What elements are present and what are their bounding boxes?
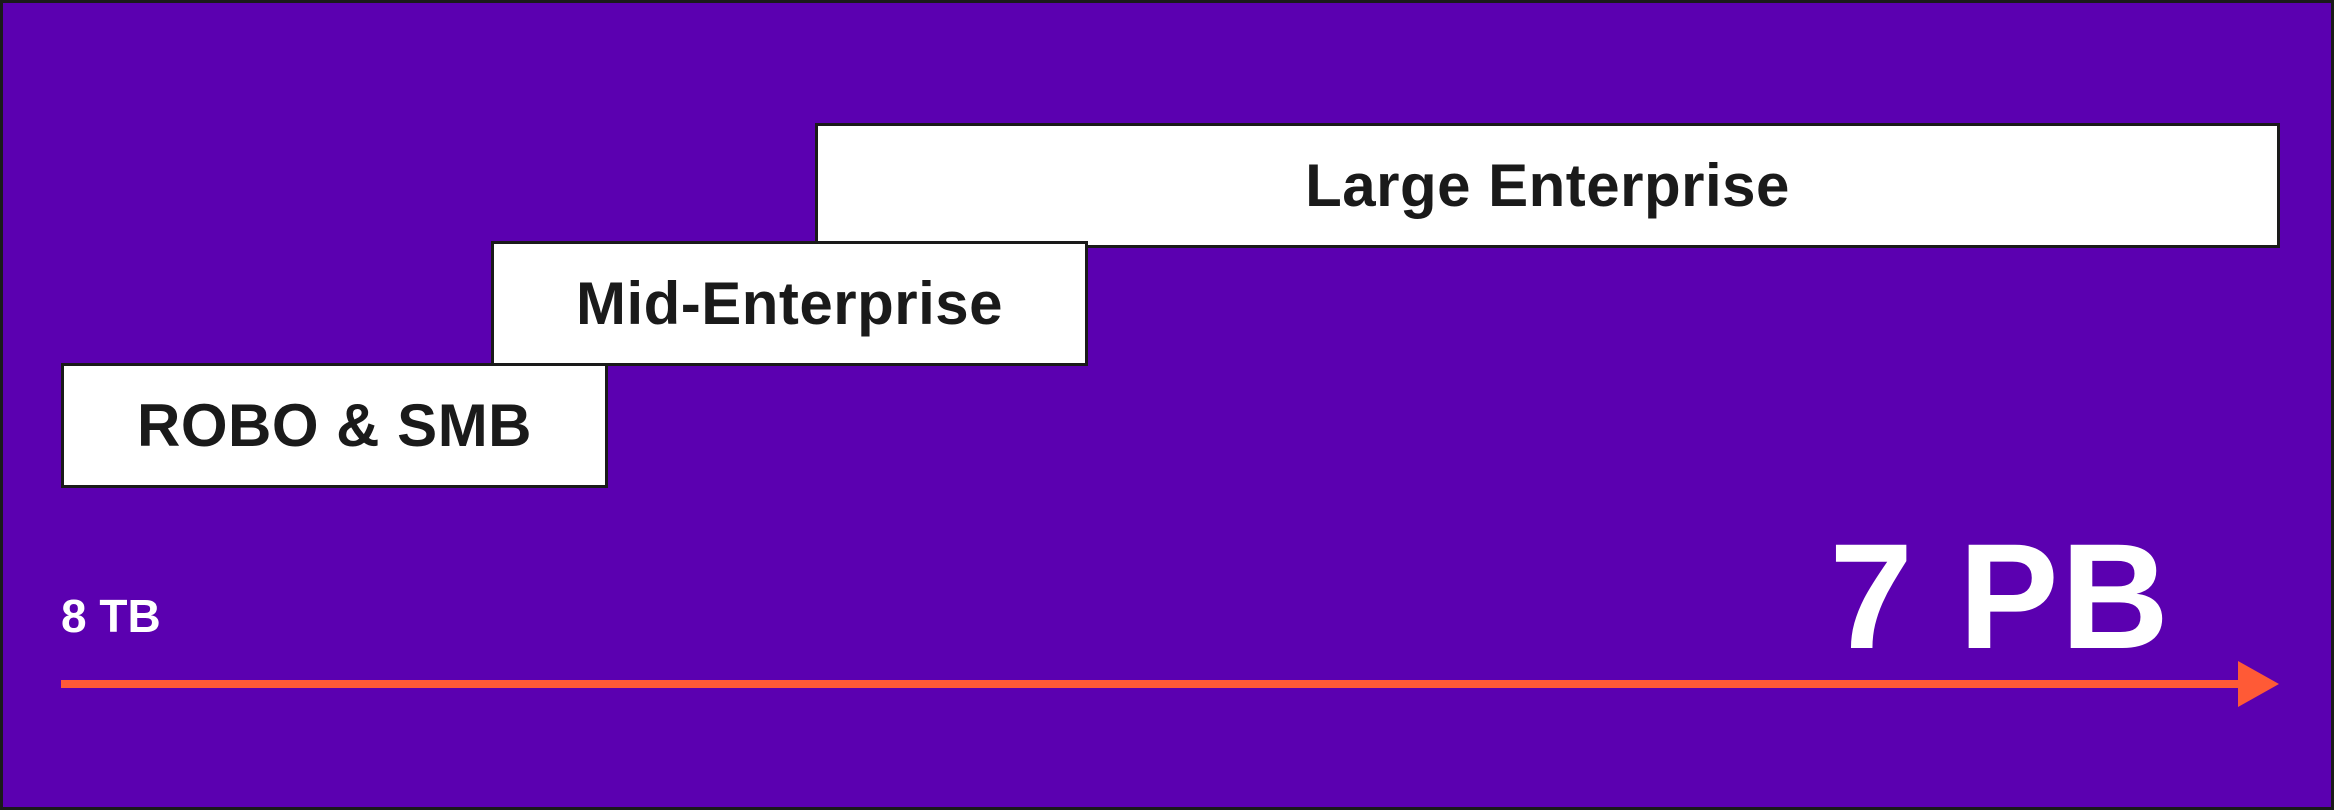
axis-max-label: 7 PB [1829,512,2171,680]
tier-large-enterprise: Large Enterprise [815,123,2280,248]
tier-robo-smb-label: ROBO & SMB [137,392,532,459]
tier-mid-enterprise-label: Mid-Enterprise [575,270,1004,337]
axis-min-label: 8 TB [61,590,161,642]
tier-robo-smb: ROBO & SMB [61,363,608,488]
tier-mid-enterprise: Mid-Enterprise [491,241,1088,366]
axis-arrow-head-icon [2238,661,2279,707]
tier-large-enterprise-label: Large Enterprise [1305,152,1790,219]
